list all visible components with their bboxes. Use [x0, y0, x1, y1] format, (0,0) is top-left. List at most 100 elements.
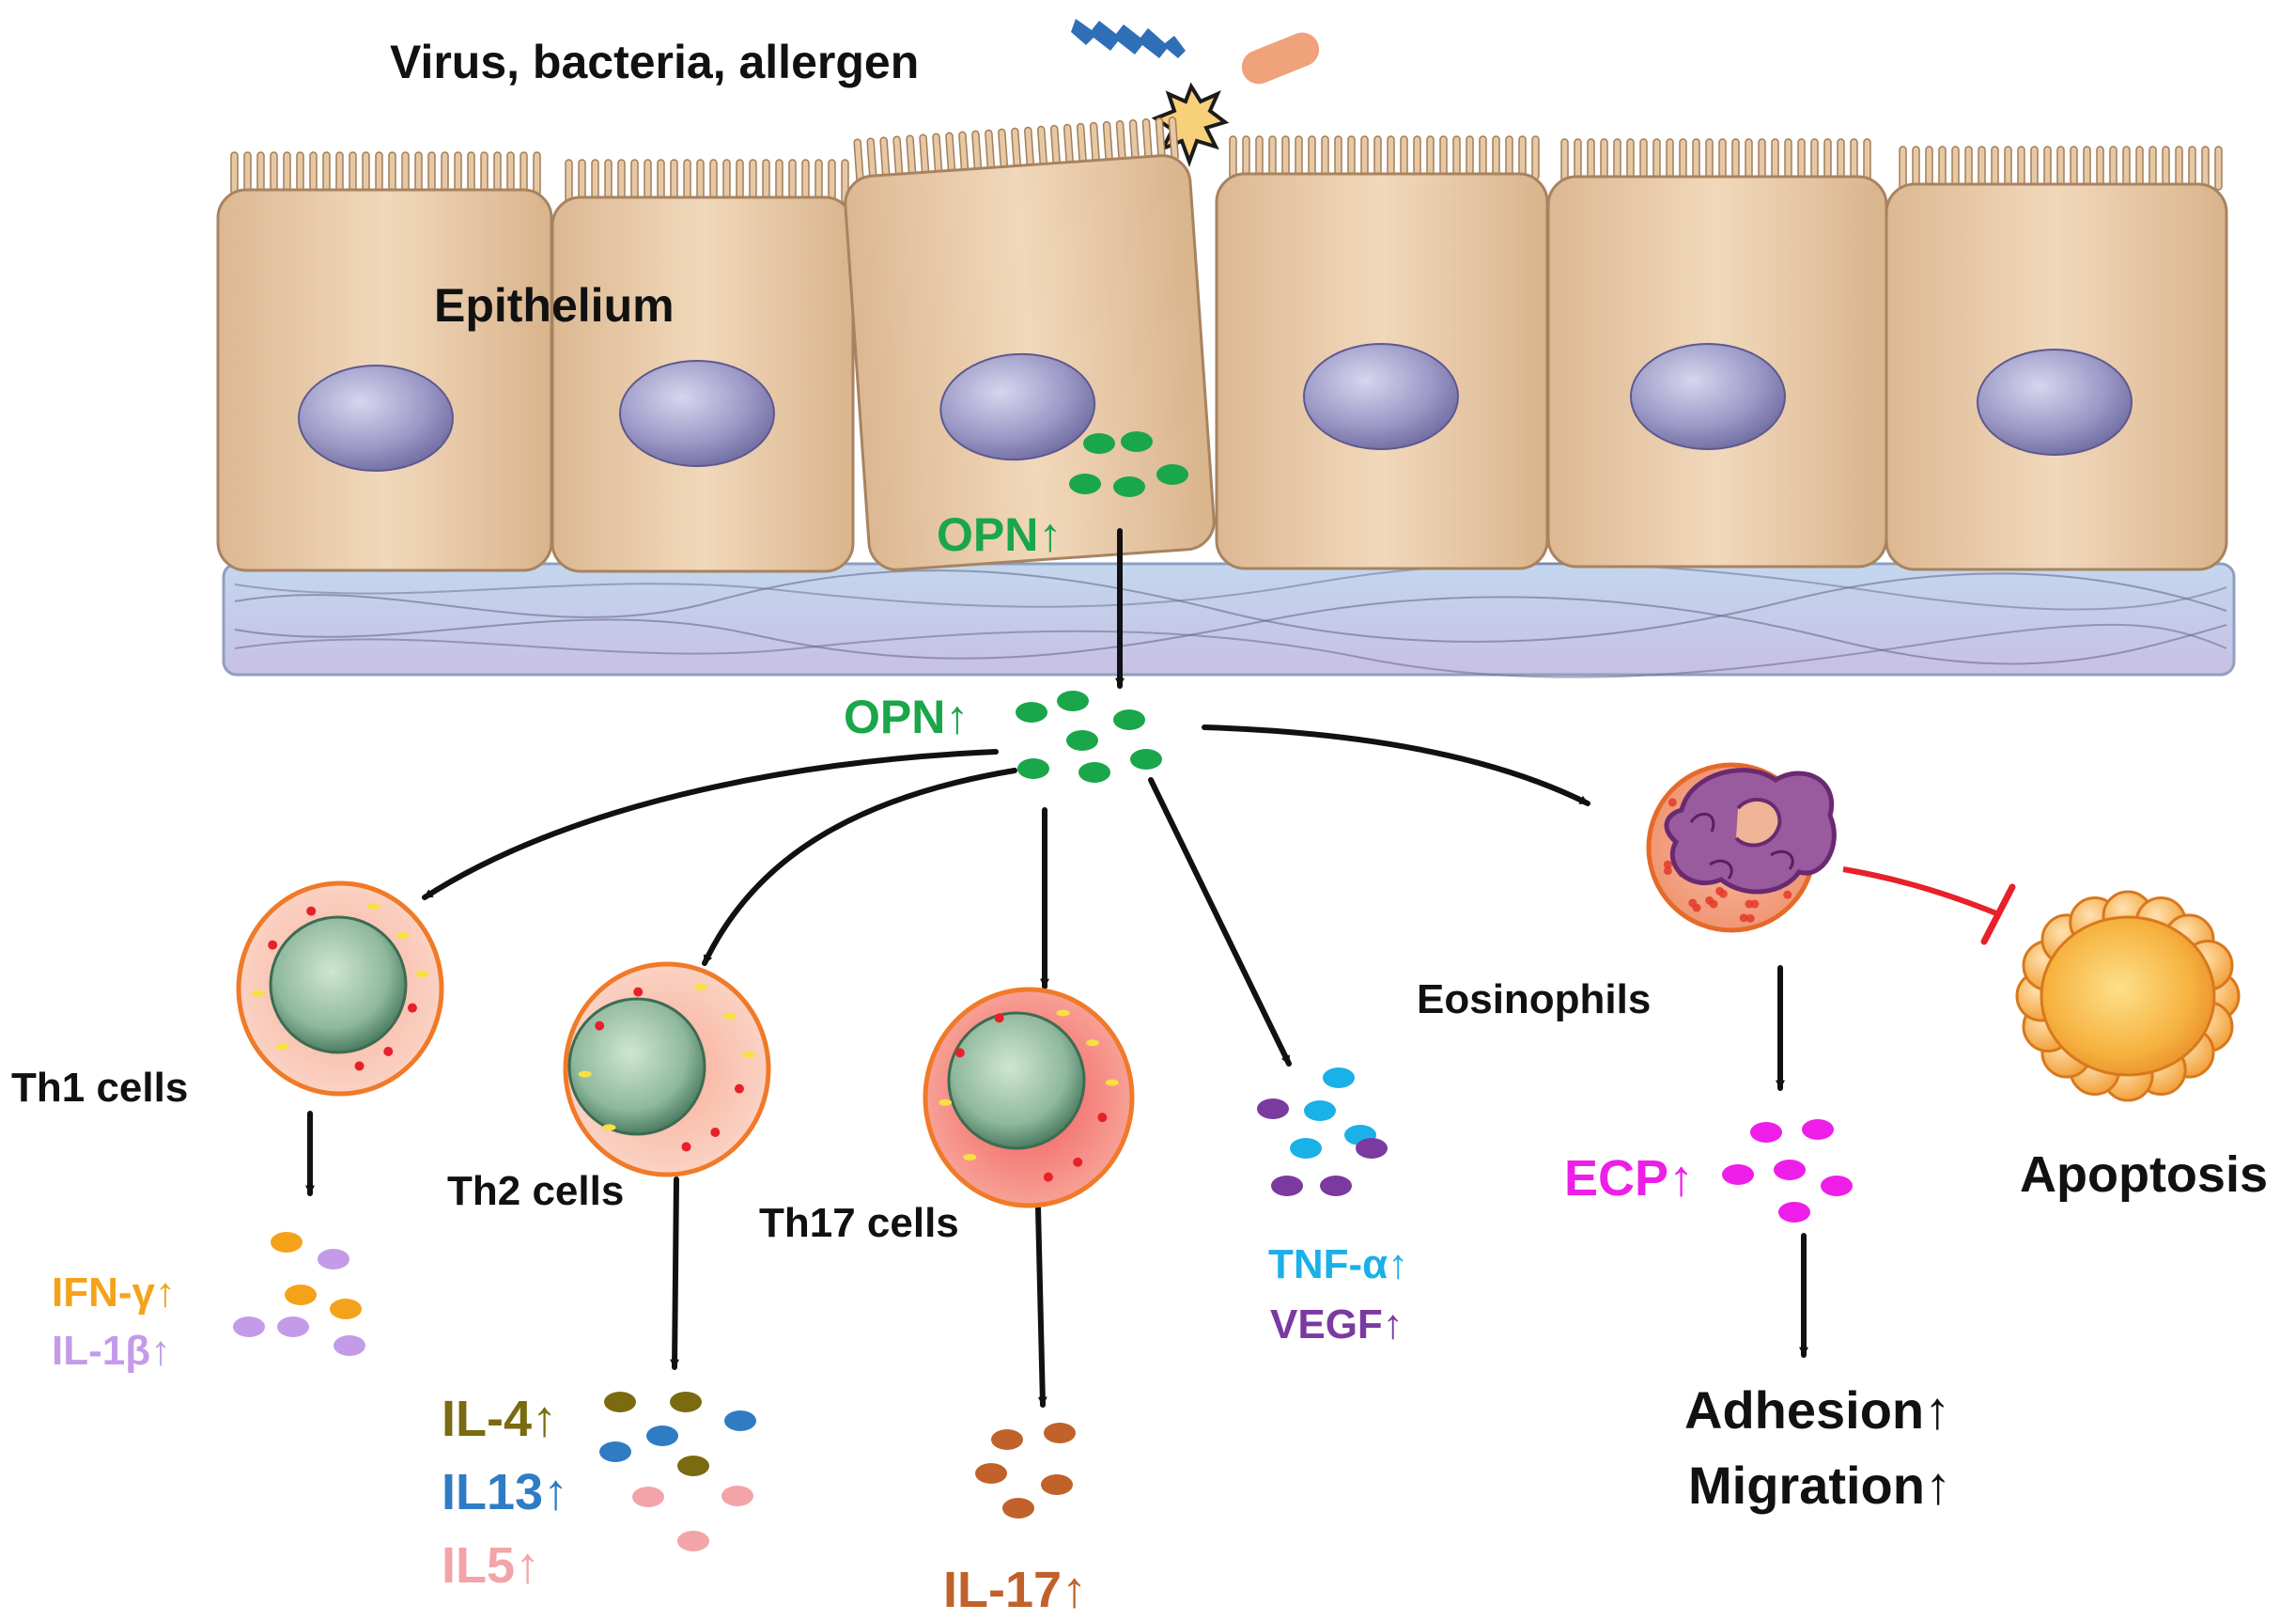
virus-icon: [1071, 19, 1186, 58]
il13-dot: [599, 1441, 631, 1462]
ifn-gamma-dot: [271, 1232, 303, 1253]
granule-dash: [693, 983, 707, 990]
tnf-alpha-dot: [1323, 1067, 1355, 1088]
ifn-gamma-dot: [285, 1285, 317, 1305]
il1b-label: IL-1β↑: [52, 1328, 171, 1374]
il17-dot: [1002, 1498, 1034, 1519]
eosinophil-granule: [1745, 913, 1755, 923]
granule-dash: [602, 1124, 616, 1131]
arrow-opn-to-tnf: [1148, 777, 1292, 1067]
ecp-dot: [1722, 1164, 1754, 1185]
eosinophil-granule: [1739, 913, 1748, 923]
granule-dot: [633, 987, 644, 997]
eosinophil-granule: [1663, 860, 1672, 869]
microvilli: [853, 117, 1179, 183]
granule-dot: [1043, 1172, 1053, 1182]
il4-dot: [677, 1456, 709, 1476]
epithelial-nucleus: [939, 352, 1096, 461]
opn-dot: [1066, 730, 1098, 751]
epithelial-nucleus: [298, 365, 454, 472]
th17-cell: [923, 987, 1135, 1208]
opn-dot: [1069, 474, 1101, 494]
eosinophil-granule: [1718, 889, 1728, 898]
il4-dot: [670, 1392, 702, 1412]
opn-secreted-label: OPN↑: [844, 691, 969, 743]
opn-dot: [1113, 709, 1145, 730]
eosinophil-granule: [1663, 866, 1672, 876]
granule-dot: [306, 906, 317, 916]
granule-dot: [407, 1003, 417, 1013]
granule-dash: [578, 1070, 592, 1078]
cell-nucleus: [947, 1011, 1086, 1150]
il17-dot: [975, 1463, 1007, 1484]
eosinophil-granule: [1692, 903, 1701, 912]
tnf-alpha-label: TNF-α↑: [1268, 1241, 1408, 1287]
ifn-gamma-label: IFN-γ↑: [52, 1270, 176, 1316]
ecp-dot: [1802, 1119, 1834, 1140]
opn-dot: [1113, 476, 1145, 497]
il1b-dot: [318, 1249, 349, 1270]
il17-dot: [1041, 1474, 1073, 1495]
epithelial-nucleus: [619, 360, 775, 467]
epithelial-cell: [844, 117, 1216, 571]
granule-dash: [1085, 1039, 1099, 1047]
il17-dot: [1044, 1423, 1076, 1443]
vegf-label: VEGF↑: [1270, 1301, 1404, 1347]
eosinophil-granule: [1709, 899, 1718, 909]
granule-dash: [275, 1043, 289, 1051]
granule-dot: [954, 1048, 965, 1058]
th17-label: Th17 cells: [759, 1200, 959, 1246]
granule-dash: [722, 1012, 737, 1020]
il13-dot: [646, 1425, 678, 1446]
vegf-dot: [1257, 1098, 1289, 1119]
granule-dot: [383, 1046, 394, 1056]
opn-dot: [1078, 762, 1110, 783]
microvilli: [1560, 138, 1871, 183]
ecp-dot: [1750, 1122, 1782, 1143]
inhibition-line: [1842, 866, 2016, 945]
granule-dash: [251, 989, 265, 997]
granule-dash: [1105, 1079, 1119, 1086]
il13-label: IL13↑: [442, 1464, 568, 1520]
granule-dot: [681, 1142, 691, 1152]
arrow-th17-to-il17: [1035, 1205, 1047, 1408]
granule-dot: [710, 1127, 721, 1137]
granule-dot: [268, 940, 278, 950]
ecp-dot: [1778, 1202, 1810, 1223]
epithelial-nucleus: [1630, 343, 1786, 450]
opn-dot: [1016, 702, 1047, 723]
t-helper-cells: [236, 880, 1135, 1208]
epithelial-nucleus: [1977, 349, 2133, 456]
tnf-alpha-dot: [1290, 1138, 1322, 1159]
eosinophil-granule: [1783, 890, 1792, 899]
il1b-dot: [233, 1316, 265, 1337]
bacteria-icon: [1241, 32, 1320, 85]
opn-dot: [1156, 464, 1188, 485]
granule-dot: [1097, 1113, 1108, 1123]
ecp-dot: [1774, 1160, 1806, 1180]
il17-dot: [991, 1429, 1023, 1450]
eosinophil-cell: [1646, 762, 1837, 933]
granule-dash: [939, 1098, 953, 1106]
granule-dot: [994, 1013, 1004, 1023]
granule-dash: [963, 1153, 977, 1160]
cell-nucleus: [567, 997, 706, 1136]
vegf-dot: [1271, 1176, 1303, 1196]
epithelial-cell: [1215, 135, 1549, 570]
apoptosis-label: Apoptosis: [2020, 1146, 2268, 1203]
il4-label: IL-4↑: [442, 1391, 557, 1447]
il5-dot: [632, 1487, 664, 1507]
opn-dot: [1130, 749, 1162, 770]
granule-dot: [734, 1083, 744, 1094]
adhesion-label: Adhesion↑: [1684, 1380, 1950, 1440]
th1-cell: [236, 880, 444, 1097]
epithelial-cell-layer: [216, 117, 2228, 573]
arrow-opn-to-th2: [702, 768, 1017, 966]
granule-dash: [1056, 1009, 1070, 1017]
arrow-th2-to-cytokines: [670, 1176, 680, 1370]
epithelial-cell: [1546, 138, 1888, 569]
epithelium-label: Epithelium: [434, 279, 675, 332]
opn-dot: [1057, 691, 1089, 711]
allergen-burst-icon: [1151, 82, 1230, 167]
eosinophil-granule: [1668, 798, 1677, 807]
